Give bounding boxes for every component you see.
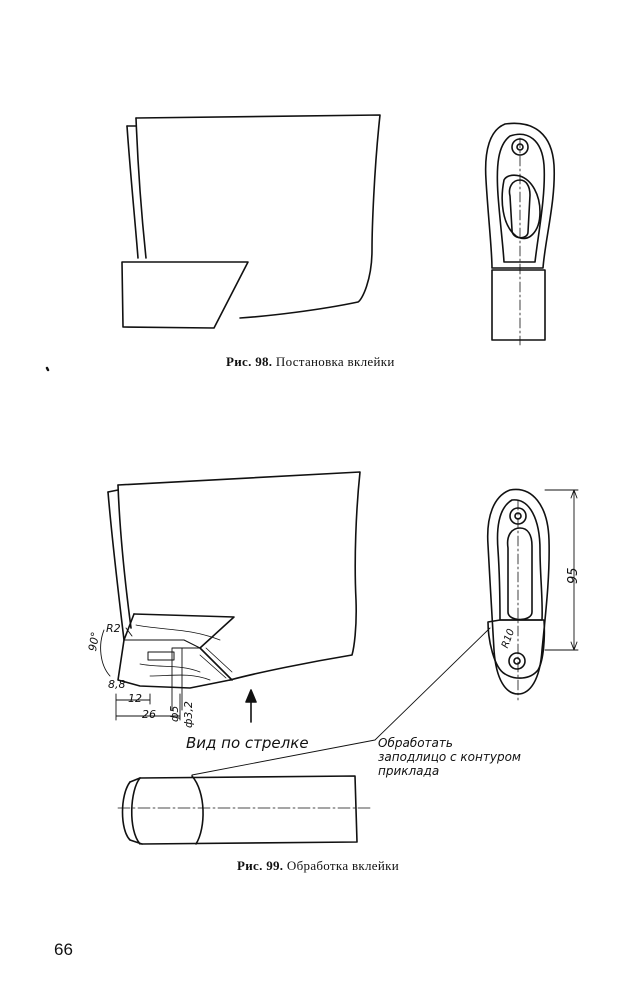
dim-width-26: 26 bbox=[142, 708, 156, 721]
view-by-arrow-label: Вид по стрелке bbox=[186, 734, 309, 752]
dim-length-95: 95 bbox=[566, 567, 581, 584]
dim-width-12: 12 bbox=[128, 692, 142, 705]
dim-edge-8-8: 8,8 bbox=[108, 678, 126, 691]
dim-diameter-3-2: ф3,2 bbox=[182, 701, 195, 728]
fig99-butt-end-view bbox=[486, 488, 579, 701]
dim-radius-r2: R2 bbox=[106, 622, 121, 635]
leader-line bbox=[191, 627, 491, 776]
fig99-caption: Рис. 99. Обработка вклейки bbox=[237, 858, 399, 874]
fig99-number: Рис. 99. bbox=[237, 858, 284, 873]
instruction-line-2: заподлицо с контуром bbox=[378, 750, 521, 764]
fig98-butt-end-view bbox=[484, 122, 556, 346]
fig99-view-by-arrow bbox=[117, 775, 371, 845]
instruction-note: Обработать заподлицо с контуром приклада bbox=[378, 736, 521, 778]
fig99-title: Обработка вклейки bbox=[286, 858, 399, 873]
instruction-line-1: Обработать bbox=[378, 736, 453, 750]
dim-diameter-5: ф5 bbox=[168, 705, 181, 722]
fig98-number: Рис. 98. bbox=[226, 354, 273, 369]
fig98-title: Постановка вклейки bbox=[275, 354, 395, 369]
instruction-line-3: приклада bbox=[378, 764, 440, 778]
fig99-stock-side-view bbox=[100, 471, 361, 723]
fig98-caption: Рис. 98. Постановка вклейки bbox=[226, 354, 395, 370]
fig98-stock-side-view bbox=[121, 114, 381, 329]
page-number: 66 bbox=[54, 940, 73, 959]
